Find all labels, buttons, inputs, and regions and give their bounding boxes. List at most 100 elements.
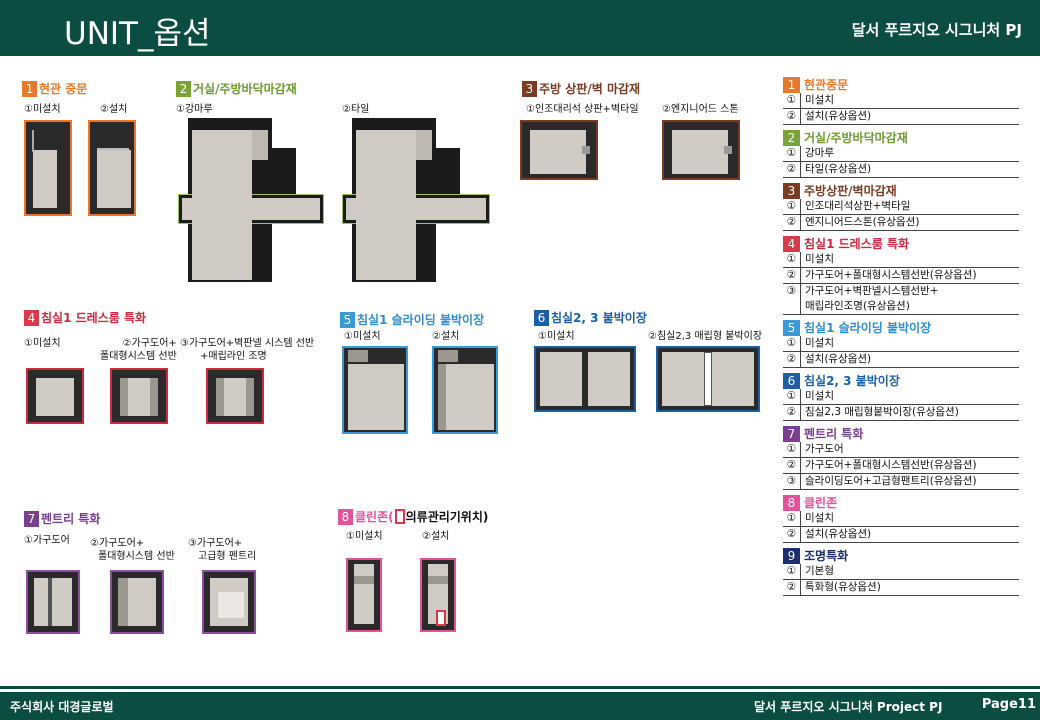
legend-title: 침실2, 3 붙박이장 (804, 374, 900, 388)
section-6-title: 6 침실2, 3 붙박이장 (534, 309, 647, 326)
legend-row-index: ② (783, 352, 801, 367)
section-6-number: 6 (534, 309, 549, 326)
s6-thumb-1 (534, 346, 636, 412)
s4-thumb-1 (26, 368, 84, 424)
legend-number: 4 (783, 235, 800, 252)
legend-title: 현관중문 (804, 78, 849, 92)
s8-option-2: ②설치 (422, 531, 450, 542)
legend-row-index: ① (783, 442, 801, 457)
s4-option-3-line-2: +매립라인 조명 (200, 351, 267, 362)
legend-title: 침실1 슬라이딩 붙박이장 (804, 321, 932, 335)
legend-row: ② 가구도어+폴대형시스템선반(유상옵션) (783, 458, 1019, 474)
s7-option-3-line-1: ③가구도어+ (188, 538, 243, 549)
section-8-title: 8 클린존( 의류관리기위치) (338, 508, 488, 525)
s2-option-2: ②타일 (342, 104, 370, 115)
s5-option-2: ②설치 (432, 331, 460, 342)
s6-thumb-2 (656, 346, 760, 412)
legend-row-index: ② (783, 109, 801, 124)
section-5-label: 침실1 슬라이딩 붙박이장 (357, 313, 485, 327)
s7-thumb-3 (202, 570, 256, 634)
legend-number: 1 (783, 76, 800, 93)
s4-option-3-line-1: ③가구도어+벽판넬 시스템 선반 (180, 338, 315, 349)
legend-row-text: 강마루 (805, 147, 834, 159)
section-5-title: 5 침실1 슬라이딩 붙박이장 (340, 311, 484, 328)
legend-number: 5 (783, 319, 800, 336)
footer-divider (0, 686, 1040, 689)
section-7-number: 7 (24, 510, 39, 527)
legend-heading: 3 주방상판/벽마감재 (783, 182, 1019, 199)
s7-thumb-2 (110, 570, 164, 634)
legend-title: 조명특화 (804, 549, 849, 563)
footer-company: 주식회사 대경글로벌 (10, 700, 114, 714)
legend-title: 클린존 (804, 496, 838, 510)
legend-row: ③ 슬라이딩도어+고급형팬트리(유상옵션) (783, 474, 1019, 490)
legend-row-text: 미설치 (805, 512, 834, 524)
legend-row-index: ① (783, 93, 801, 108)
legend-number: 8 (783, 494, 800, 511)
section-2-label: 거실/주방바닥마감재 (193, 82, 297, 96)
legend-row-text: 슬라이딩도어+고급형팬트리(유상옵션) (805, 475, 977, 487)
section-7-label: 펜트리 특화 (41, 512, 101, 526)
legend-row-text: 미설치 (805, 94, 834, 106)
section-2-number: 2 (176, 80, 191, 97)
legend-number: 6 (783, 372, 800, 389)
legend-row: ① 미설치 (783, 93, 1019, 109)
legend-row-text: 엔지니어드스톤(유상옵션) (805, 216, 920, 228)
s2-plan-2 (342, 118, 490, 282)
s8-thumb-2 (420, 558, 456, 632)
legend-heading: 5 침실1 슬라이딩 붙박이장 (783, 319, 1019, 336)
s8-option-1: ①미설치 (346, 531, 383, 542)
legend-row: ② 설치(유상옵션) (783, 352, 1019, 368)
s2-plan-1 (178, 118, 324, 282)
legend-row-index: ③ (783, 474, 801, 489)
s4-option-2: ②가구도어+ 폴대형시스템 선반 (100, 337, 177, 363)
s3-thumb-1 (520, 120, 598, 180)
legend-title: 주방상판/벽마감재 (804, 184, 897, 198)
s7-option-3-line-2: 고급형 펜트리 (198, 551, 257, 562)
legend-row-text: 설치(유상옵션) (805, 353, 872, 365)
legend-number: 3 (783, 182, 800, 199)
legend-row-index: ② (783, 215, 801, 230)
s6-option-1: ①미설치 (538, 331, 575, 342)
section-4-label: 침실1 드레스룸 특화 (41, 311, 147, 325)
legend-row-text: 가구도어+폴대형시스템선반(유상옵션) (805, 459, 977, 471)
footer-project: 달서 푸르지오 시그니처 Project PJ (754, 700, 943, 714)
s3-thumb-2 (662, 120, 740, 180)
section-7-title: 7 펜트리 특화 (24, 510, 100, 527)
legend-row-index: ① (783, 336, 801, 351)
section-4-number: 4 (24, 309, 39, 326)
section-3-title: 3 주방 상판/벽 마감재 (522, 80, 640, 97)
section-5-number: 5 (340, 311, 355, 328)
legend-title: 펜트리 특화 (804, 427, 864, 441)
legend-row: ② 엔지니어드스톤(유상옵션) (783, 215, 1019, 231)
section-8-label-a: 클린존( (355, 510, 394, 524)
s1-option-1: ①미설치 (24, 104, 61, 115)
section-3-label: 주방 상판/벽 마감재 (539, 82, 641, 96)
legend-row-index: ③ (783, 284, 801, 314)
legend-row-index: ② (783, 458, 801, 473)
section-8-number: 8 (338, 508, 353, 525)
s5-thumb-2 (432, 346, 498, 434)
legend-row-text: 미설치 (805, 337, 834, 349)
s7-option-2-line-2: 폴대형시스템 선반 (98, 551, 175, 562)
legend-row-index: ② (783, 580, 801, 595)
legend-row-index: ② (783, 405, 801, 420)
